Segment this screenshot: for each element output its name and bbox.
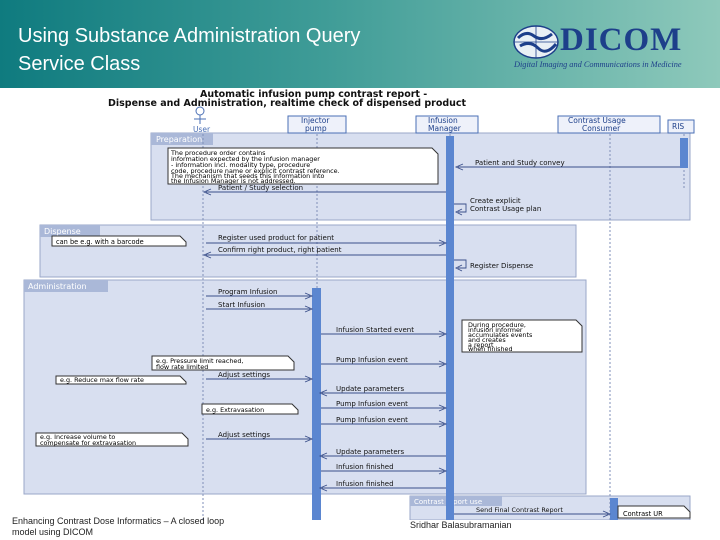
- note-reduce: e.g. Reduce max flow rate: [55, 375, 187, 385]
- msg-confirm-product: Confirm right product, right patient: [218, 246, 342, 254]
- actor-ris-label: RIS: [672, 122, 684, 131]
- actor-user-label: User: [193, 125, 211, 134]
- slide-title-line2: Service Class: [18, 53, 141, 75]
- actor-infusion-label2: Manager: [428, 124, 462, 133]
- activation-consumer: [610, 498, 618, 520]
- group-preparation-label: Preparation: [156, 135, 202, 144]
- note-during-4: and creates: [468, 336, 506, 344]
- msg-register-dispense: Register Dispense: [470, 262, 533, 270]
- msg-pump-event-1: Pump Infusion event: [336, 356, 408, 364]
- note-reduce-text: e.g. Reduce max flow rate: [60, 376, 144, 384]
- slide-title-line1: Using Substance Administration Query: [18, 25, 361, 47]
- actor-consumer-label2: Consumer: [582, 124, 621, 133]
- msg-send-report: Send Final Contrast Report: [476, 506, 563, 514]
- note-barcode: can be e.g. with a barcode: [51, 235, 187, 247]
- dicom-logo: DICOM Digital Imaging and Communications…: [508, 20, 703, 78]
- note-prep-6: the Infusion Manager is not addressed.: [171, 177, 296, 185]
- msg-adjust-2: Adjust settings: [218, 431, 270, 439]
- note-increase: e.g. Increase volume to compensate for e…: [35, 432, 189, 447]
- footer-left-line1: Enhancing Contrast Dose Informatics – A …: [12, 516, 225, 526]
- note-prep-5: The mechanism that seeds this informatio…: [170, 172, 325, 180]
- activation-infusion: [446, 136, 454, 520]
- msg-create-usage-2: Contrast Usage plan: [470, 205, 541, 213]
- actor-injector-label2: pump: [305, 124, 327, 133]
- msg-register-product: Register used product for patient: [218, 234, 334, 242]
- group-dispense-label: Dispense: [44, 227, 81, 236]
- msg-update-params-2: Update parameters: [336, 448, 405, 456]
- actor-user: User: [193, 106, 211, 134]
- logo-tagline: Digital Imaging and Communications in Me…: [514, 60, 682, 69]
- note-during-1: During procedure,: [468, 321, 526, 329]
- note-prep-2: information expected by the infusion man…: [171, 155, 320, 163]
- activation-injector: [312, 288, 321, 520]
- msg-adjust-1: Adjust settings: [218, 371, 270, 379]
- note-pressure-2: flow rate limited: [156, 363, 208, 371]
- note-pressure: e.g. Pressure limit reached, flow rate l…: [151, 355, 295, 371]
- note-increase-2: compensate for extravasation: [40, 439, 136, 447]
- footer-right: Sridhar Balasubramanian: [410, 520, 512, 530]
- note-preparation: The procedure order contains information…: [167, 147, 439, 185]
- logo-word: DICOM: [560, 22, 683, 58]
- actor-injector: Injector pump: [287, 115, 347, 134]
- sequence-diagram: Automatic infusion pump contrast report …: [23, 89, 695, 520]
- msg-pump-event-2: Pump Infusion event: [336, 400, 408, 408]
- note-pressure-1: e.g. Pressure limit reached,: [156, 357, 243, 365]
- actor-injector-label1: Injector: [301, 116, 330, 125]
- actor-ris: RIS: [667, 119, 695, 134]
- group-administration: [23, 279, 587, 495]
- note-extravasation-text: e.g. Extravasation: [206, 406, 264, 414]
- note-during-3: accumulates events: [468, 331, 533, 339]
- note-during-6: when finished: [468, 345, 513, 353]
- msg-patient-study: Patient and Study convey: [475, 159, 565, 167]
- note-prep-3: - information incl. modality type, proce…: [171, 161, 310, 169]
- msg-infusion-finished-1: Infusion finished: [336, 463, 394, 471]
- note-during-5: a report: [468, 341, 494, 349]
- note-during-2: infusion informer: [468, 326, 523, 334]
- actor-contrast-usage-consumer: Contrast Usage Consumer: [557, 115, 661, 134]
- footer-left-line2: model using DICOM: [12, 527, 94, 537]
- note-prep-1: The procedure order contains: [170, 149, 266, 157]
- note-increase-1: e.g. Increase volume to: [40, 433, 115, 441]
- note-contrast-ur-text: Contrast UR: [623, 510, 663, 518]
- actor-infusion-manager: Infusion Manager: [415, 115, 479, 134]
- slide-title: Using Substance Administration Query Ser…: [18, 22, 360, 78]
- msg-create-usage-1: Create explicit: [470, 197, 521, 205]
- msg-update-params-1: Update parameters: [336, 385, 405, 393]
- note-barcode-text: can be e.g. with a barcode: [56, 238, 144, 246]
- diagram-title-1: Automatic infusion pump contrast report …: [200, 89, 427, 100]
- activation-ris: [680, 138, 688, 168]
- note-contrast-ur: Contrast UR: [617, 505, 691, 519]
- note-during-procedure: During procedure, infusion informer accu…: [461, 319, 583, 353]
- note-extravasation: e.g. Extravasation: [201, 403, 299, 415]
- msg-patient-selection: Patient / Study selection: [218, 184, 303, 192]
- slide-header: Using Substance Administration Query Ser…: [0, 0, 720, 88]
- globe-icon: [513, 25, 559, 59]
- footer-left: Enhancing Contrast Dose Informatics – A …: [12, 516, 272, 538]
- msg-infusion-finished-2: Infusion finished: [336, 480, 394, 488]
- msg-infusion-started: Infusion Started event: [336, 326, 414, 334]
- diagram-title-2: Dispense and Administration, realtime ch…: [108, 98, 467, 109]
- msg-start-infusion: Start Infusion: [218, 301, 265, 309]
- msg-pump-event-3: Pump Infusion event: [336, 416, 408, 424]
- group-dispense: [39, 224, 577, 278]
- actor-infusion-label1: Infusion: [428, 116, 458, 125]
- group-administration-label: Administration: [28, 282, 87, 291]
- actor-consumer-label1: Contrast Usage: [568, 116, 626, 125]
- note-prep-4: code, procedure name or explicit contras…: [171, 167, 340, 175]
- msg-program-infusion: Program Infusion: [218, 288, 277, 296]
